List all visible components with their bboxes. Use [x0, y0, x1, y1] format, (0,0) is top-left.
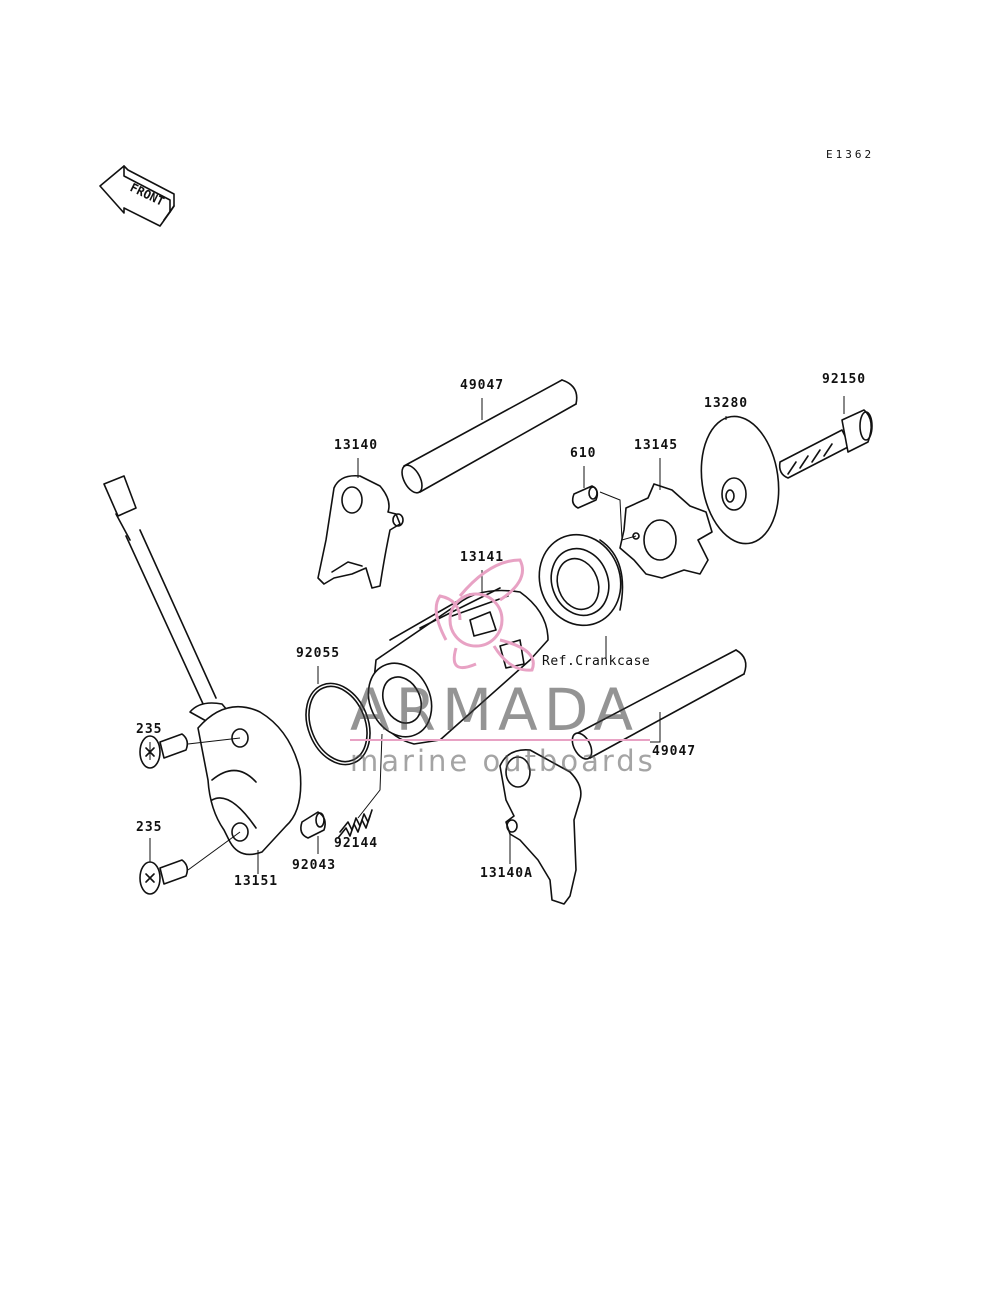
- pin-92043: [300, 811, 326, 839]
- shift-fork-13140: [317, 474, 404, 589]
- o-ring-92055: [305, 682, 371, 766]
- part-label-92055[interactable]: 92055: [296, 646, 341, 661]
- part-label-49047-top[interactable]: 49047: [460, 378, 505, 393]
- armada-logo-icon: [434, 558, 535, 672]
- front-arrow-icon: [99, 165, 175, 227]
- screw-235-bottom: [139, 859, 189, 895]
- neutral-switch-13151: [103, 475, 302, 856]
- shift-rod-top: [401, 379, 578, 494]
- part-label-92150[interactable]: 92150: [822, 372, 867, 387]
- part-label-49047-bottom[interactable]: 49047: [652, 744, 697, 759]
- shift-fork-13140A: [499, 749, 582, 905]
- part-label-235-bottom[interactable]: 235: [136, 820, 163, 835]
- part-label-92144[interactable]: 92144: [334, 836, 379, 851]
- spring-92144: [337, 809, 373, 839]
- part-label-13151[interactable]: 13151: [234, 874, 279, 889]
- shift-drum-cam-13145: [619, 483, 713, 579]
- screw-235-top: [139, 733, 189, 769]
- bearing-ref-crankcase: [538, 533, 624, 627]
- part-label-13140[interactable]: 13140: [334, 438, 379, 453]
- part-label-610[interactable]: 610: [570, 446, 597, 461]
- dowel-pin-610: [571, 485, 599, 509]
- watermark-tagline: marine outboards: [350, 744, 656, 778]
- bolt-92150: [778, 409, 873, 479]
- part-label-13145[interactable]: 13145: [634, 438, 679, 453]
- part-label-92043[interactable]: 92043: [292, 858, 337, 873]
- part-label-13140A[interactable]: 13140A: [480, 866, 533, 881]
- watermark-brand: ARMADA: [350, 676, 640, 744]
- part-label-13280[interactable]: 13280: [704, 396, 749, 411]
- part-label-235-top[interactable]: 235: [136, 722, 163, 737]
- leader-lines: [149, 396, 845, 874]
- part-label-13141[interactable]: 13141: [460, 550, 505, 565]
- diagram-code: E1362: [826, 148, 875, 161]
- reference-label: Ref.Crankcase: [542, 654, 651, 669]
- shift-plate-13280: [700, 415, 780, 545]
